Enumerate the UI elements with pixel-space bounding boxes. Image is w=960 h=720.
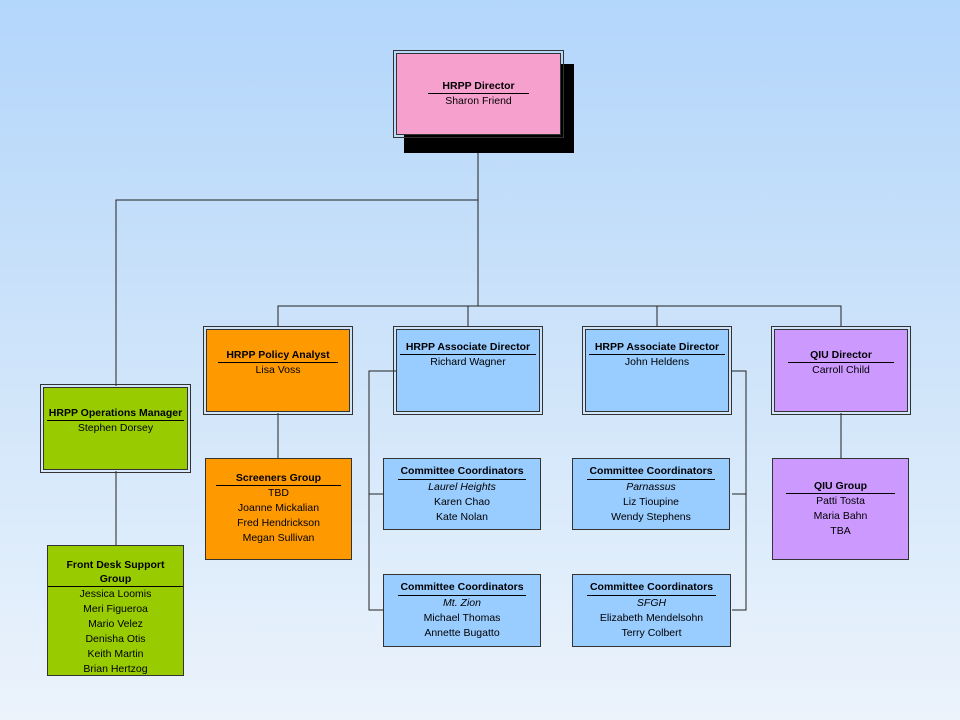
assoc-director-heldens-title: HRPP Associate Director bbox=[588, 340, 726, 355]
screeners-member: Fred Hendrickson bbox=[237, 517, 320, 529]
assoc-director-wagner-title: HRPP Associate Director bbox=[399, 340, 537, 355]
screeners-member: TBD bbox=[268, 487, 289, 499]
assoc-director-heldens-name: John Heldens bbox=[624, 356, 690, 368]
ops-manager-name: Stephen Dorsey bbox=[77, 422, 154, 434]
qiu-group-box: QIU Group Patti Tosta Maria Bahn TBA bbox=[772, 458, 909, 560]
cc-laurel-heights-box: Committee Coordinators Laurel Heights Ka… bbox=[383, 458, 541, 530]
qiu-group-member: Maria Bahn bbox=[813, 510, 868, 522]
cc-sfgh-member: Elizabeth Mendelsohn bbox=[599, 612, 704, 624]
qiu-group-title: QIU Group bbox=[785, 479, 896, 494]
ops-manager-box: HRPP Operations Manager Stephen Dorsey bbox=[40, 384, 191, 473]
cc-laurel-heights-member: Karen Chao bbox=[433, 496, 491, 508]
screeners-box: Screeners Group TBD Joanne Mickalian Fre… bbox=[205, 458, 352, 560]
cc-parnassus-member: Wendy Stephens bbox=[611, 511, 691, 523]
front-desk-member: Meri Figueroa bbox=[83, 603, 148, 615]
policy-analyst-title: HRPP Policy Analyst bbox=[218, 348, 338, 363]
assoc-director-wagner-name: Richard Wagner bbox=[430, 356, 506, 368]
qiu-director-name: Carroll Child bbox=[812, 364, 870, 376]
director-box: HRPP Director Sharon Friend bbox=[393, 50, 564, 138]
screeners-title: Screeners Group bbox=[215, 471, 342, 486]
policy-analyst-box: HRPP Policy Analyst Lisa Voss bbox=[203, 326, 353, 415]
front-desk-member: Denisha Otis bbox=[85, 633, 146, 645]
cc-mt-zion-member: Michael Thomas bbox=[423, 612, 501, 624]
front-desk-box: Front Desk Support Group Jessica Loomis … bbox=[47, 545, 184, 676]
cc-sfgh-box: Committee Coordinators SFGH Elizabeth Me… bbox=[572, 574, 731, 647]
cc-parnassus-site: Parnassus bbox=[587, 479, 715, 495]
front-desk-member: Keith Martin bbox=[87, 648, 144, 660]
policy-analyst-name: Lisa Voss bbox=[255, 364, 301, 376]
qiu-director-title: QIU Director bbox=[788, 348, 894, 363]
front-desk-member: Jessica Loomis bbox=[79, 588, 152, 600]
qiu-director-box: QIU Director Carroll Child bbox=[771, 326, 911, 415]
cc-sfgh-member: Terry Colbert bbox=[621, 627, 682, 639]
cc-laurel-heights-member: Kate Nolan bbox=[436, 511, 488, 523]
ops-manager-title: HRPP Operations Manager bbox=[46, 407, 185, 421]
cc-mt-zion-site: Mt. Zion bbox=[398, 595, 526, 611]
cc-parnassus-member: Liz Tioupine bbox=[622, 496, 680, 508]
front-desk-member: Brian Hertzog bbox=[83, 663, 148, 675]
cc-mt-zion-member: Annette Bugatto bbox=[424, 627, 500, 639]
assoc-director-wagner-box: HRPP Associate Director Richard Wagner bbox=[393, 326, 543, 415]
front-desk-title: Front Desk Support Group bbox=[48, 558, 183, 587]
assoc-director-heldens-box: HRPP Associate Director John Heldens bbox=[582, 326, 732, 415]
screeners-member: Megan Sullivan bbox=[242, 532, 315, 544]
cc-laurel-heights-site: Laurel Heights bbox=[398, 479, 526, 495]
qiu-group-member: Patti Tosta bbox=[816, 495, 865, 507]
cc-parnassus-title: Committee Coordinators bbox=[589, 465, 713, 477]
screeners-member: Joanne Mickalian bbox=[237, 502, 320, 514]
cc-mt-zion-title: Committee Coordinators bbox=[400, 581, 524, 593]
cc-mt-zion-box: Committee Coordinators Mt. Zion Michael … bbox=[383, 574, 541, 647]
cc-sfgh-title: Committee Coordinators bbox=[589, 581, 714, 593]
cc-laurel-heights-title: Committee Coordinators bbox=[400, 465, 524, 477]
front-desk-member: Mario Velez bbox=[88, 618, 143, 630]
director-name: Sharon Friend bbox=[445, 95, 512, 107]
cc-parnassus-box: Committee Coordinators Parnassus Liz Tio… bbox=[572, 458, 730, 530]
cc-sfgh-site: SFGH bbox=[587, 595, 716, 611]
qiu-group-member: TBA bbox=[830, 525, 851, 537]
director-title: HRPP Director bbox=[428, 79, 529, 94]
